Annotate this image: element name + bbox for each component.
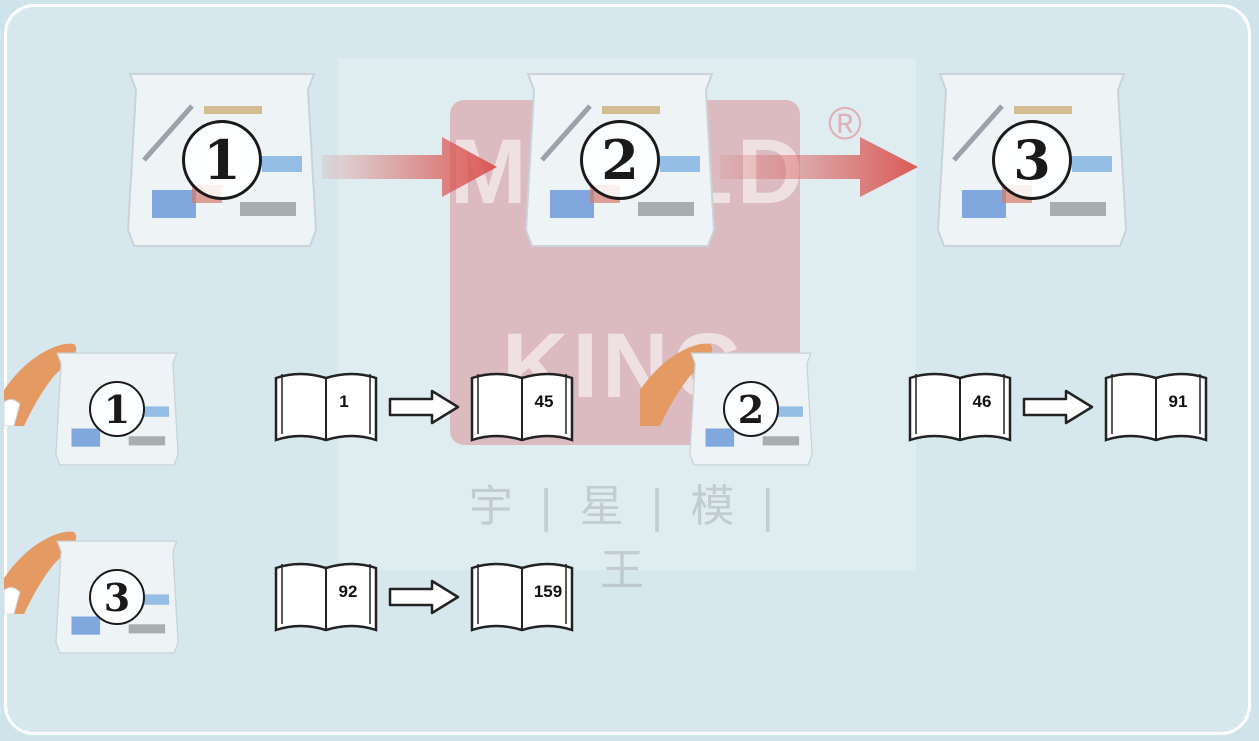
outline-arrow (388, 579, 460, 615)
bag-2-small: 2 (686, 350, 816, 468)
bag-3-large: 3 (932, 70, 1132, 250)
bag-number: 1 (89, 381, 145, 437)
page-number: 45 (534, 392, 554, 411)
book-icon (908, 372, 1012, 442)
flow-arrow-2 (720, 137, 918, 197)
bag-number: 1 (182, 120, 262, 200)
hand-icon (640, 334, 716, 426)
manual-book-end: 45 (470, 370, 574, 442)
outline-arrow (1022, 389, 1094, 425)
book-icon (470, 562, 574, 632)
flow-arrow-1 (322, 137, 497, 197)
book-icon (1104, 372, 1208, 442)
book-icon (470, 372, 574, 442)
book-icon (274, 562, 378, 632)
page-number: 91 (1168, 392, 1188, 411)
bag-3-small: 3 (52, 538, 182, 656)
page-number: 1 (339, 392, 349, 411)
bag-number: 2 (580, 120, 660, 200)
manual-book-start: 46 (908, 370, 1012, 442)
page-number: 92 (338, 582, 358, 601)
bag-number: 2 (723, 381, 779, 437)
manual-book-start: 1 (274, 370, 378, 442)
bag-1-small: 1 (52, 350, 182, 468)
manual-book-end: 91 (1104, 370, 1208, 442)
bag-1-large: 1 (122, 70, 322, 250)
bag-2-large: 2 (520, 70, 720, 250)
watermark-chinese: 宇 | 星 | 模 | 王 (468, 481, 782, 596)
page-number: 159 (533, 582, 563, 601)
manual-book-end: 159 (470, 560, 574, 632)
book-icon (274, 372, 378, 442)
hand-icon (4, 334, 80, 426)
registered-mark: ® (828, 97, 862, 149)
outline-arrow (388, 389, 460, 425)
page-number: 46 (972, 392, 992, 411)
hand-icon (4, 522, 80, 614)
bag-number: 3 (992, 120, 1072, 200)
manual-book-start: 92 (274, 560, 378, 632)
bag-number: 3 (89, 569, 145, 625)
